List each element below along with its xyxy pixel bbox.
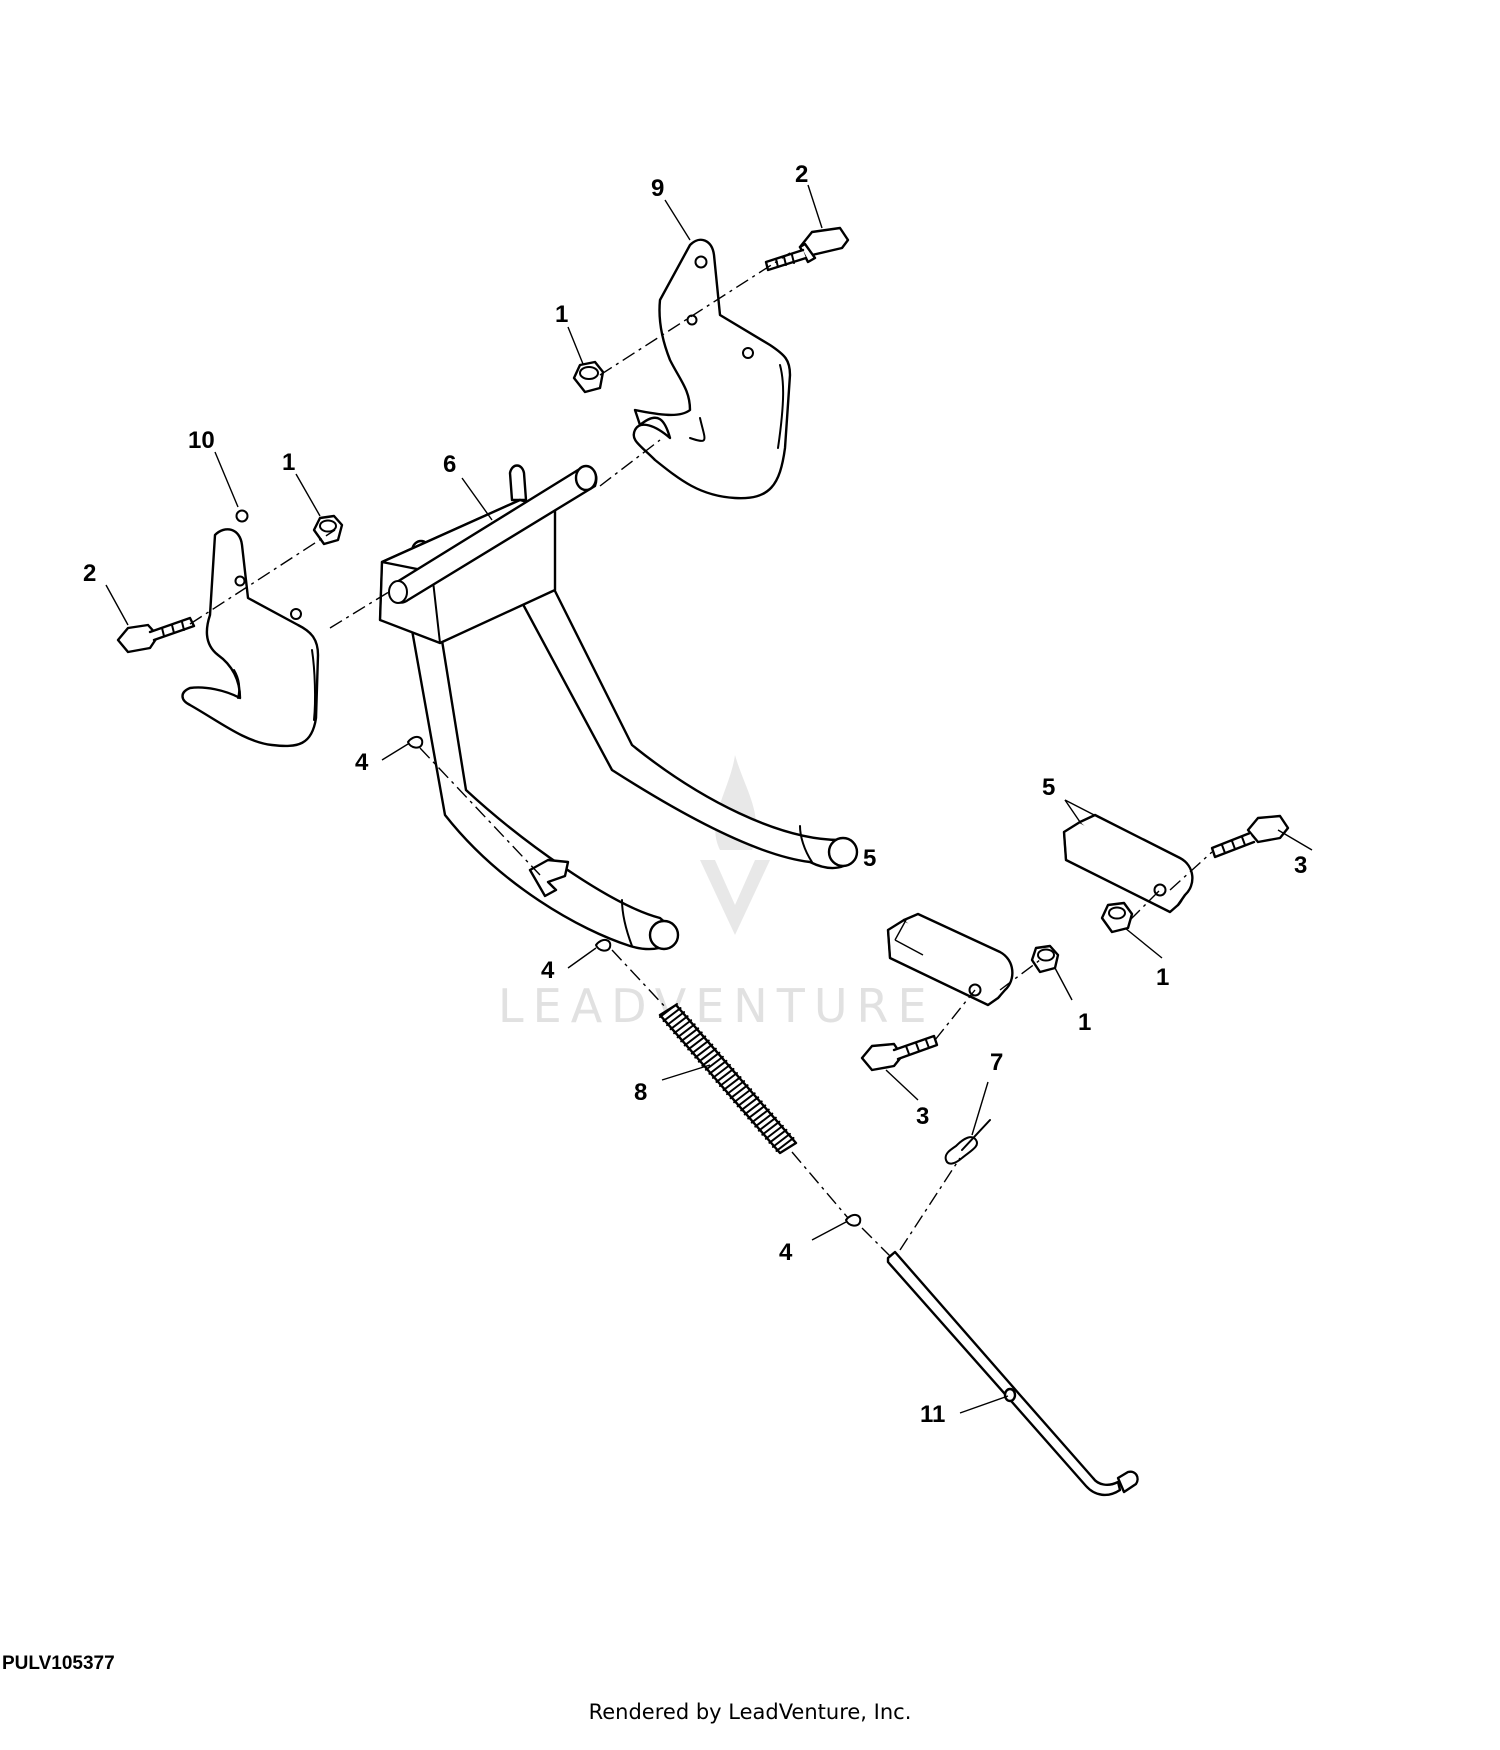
part-1-nut-right-upper bbox=[1100, 901, 1134, 934]
callout-5-lower: 5 bbox=[863, 845, 876, 872]
callout-3-lower: 3 bbox=[916, 1103, 929, 1130]
callout-1-left: 1 bbox=[282, 449, 295, 476]
part-4-clip-lower bbox=[845, 1214, 862, 1227]
part-2-bolt-left bbox=[116, 616, 196, 654]
part-6-lift-frame bbox=[378, 464, 859, 951]
callout-7: 7 bbox=[990, 1049, 1003, 1076]
callout-10: 10 bbox=[188, 427, 215, 454]
part-3-bolt-upper bbox=[1210, 814, 1290, 859]
callout-1-right-lower: 1 bbox=[1078, 1009, 1091, 1036]
part-5-link-upper bbox=[1062, 813, 1194, 914]
part-1-nut-top bbox=[572, 360, 605, 394]
part-8-spring bbox=[658, 1003, 798, 1155]
part-7-cotter-pin bbox=[944, 1119, 991, 1165]
callout-1-top: 1 bbox=[555, 301, 568, 328]
figure-id-label: PULV105377 bbox=[2, 1653, 115, 1674]
callout-4-upper: 4 bbox=[355, 749, 369, 776]
part-4-clip-middle bbox=[595, 939, 612, 952]
callout-3-upper: 3 bbox=[1294, 852, 1307, 879]
callout-2-top: 2 bbox=[795, 161, 808, 188]
part-1-nut-right-lower bbox=[1030, 944, 1060, 974]
callout-1-right-upper: 1 bbox=[1156, 964, 1169, 991]
part-3-bolt-lower bbox=[860, 1034, 939, 1072]
callout-5-upper: 5 bbox=[1042, 774, 1055, 801]
callout-labels: 9 2 1 10 1 6 2 4 5 3 5 1 1 4 8 3 7 4 11 bbox=[83, 161, 1307, 1428]
callout-leader-lines bbox=[105, 184, 1313, 1414]
assembly-centerlines bbox=[189, 252, 1213, 1257]
callout-8: 8 bbox=[634, 1079, 647, 1106]
part-11-rod bbox=[886, 1250, 1139, 1497]
render-credit: Rendered by LeadVenture, Inc. bbox=[588, 1700, 912, 1724]
callout-6: 6 bbox=[443, 451, 456, 478]
part-2-bolt-top bbox=[764, 226, 850, 272]
callout-4-lower: 4 bbox=[779, 1239, 793, 1266]
callout-2-left: 2 bbox=[83, 560, 96, 587]
callout-11: 11 bbox=[920, 1401, 945, 1428]
callout-9: 9 bbox=[651, 175, 664, 202]
part-9-bracket-right bbox=[632, 238, 792, 500]
callout-4-middle: 4 bbox=[541, 957, 555, 984]
part-10-bracket-left bbox=[181, 509, 320, 748]
part-1-nut-left bbox=[312, 514, 344, 546]
watermark-text: LEADVENTURE bbox=[498, 979, 936, 1033]
part-4-clip-upper bbox=[407, 736, 424, 749]
